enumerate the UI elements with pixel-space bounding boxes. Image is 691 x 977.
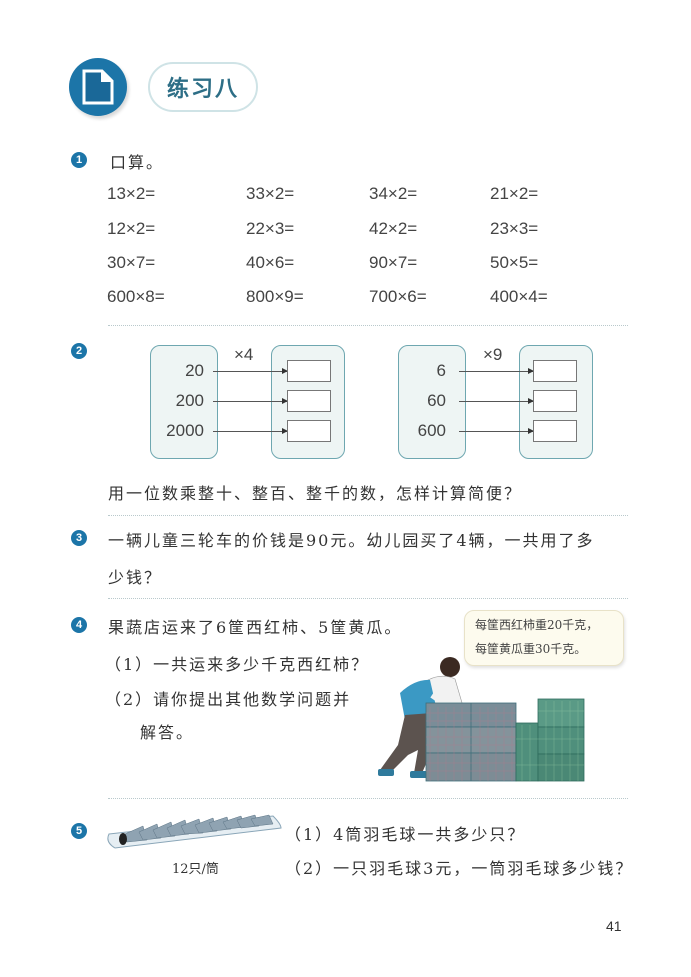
input-value: 20 [185, 361, 204, 380]
calc-item: 40×6= [246, 253, 295, 272]
calc-item: 21×2= [490, 184, 539, 203]
q4-sub1: （1）一共运来多少千克西红柿？ [105, 655, 370, 674]
document-icon [69, 58, 127, 116]
operator-label: ×9 [483, 345, 503, 364]
section-divider [108, 598, 628, 599]
q4-prompt: 果蔬店运来了6筐西红柿、5筐黄瓜。 [108, 618, 403, 637]
calc-item: 23×3= [490, 219, 539, 238]
q5-sub2: （2）一只羽毛球3元，一筒羽毛球多少钱？ [285, 859, 634, 878]
question-number-2: 2 [71, 343, 87, 359]
question-number-1: 1 [71, 152, 87, 168]
q3-text-line2: 少钱？ [108, 568, 163, 587]
calc-item: 700×6= [369, 287, 427, 306]
page-title: 练习八 [148, 62, 258, 112]
info-bubble: 每筐西红柿重20千克， 每筐黄瓜重30千克。 [464, 610, 624, 666]
calc-item: 13×2= [107, 184, 156, 203]
arrow-icon [213, 428, 288, 434]
question-number-5: 5 [71, 823, 87, 839]
answer-blank[interactable] [533, 420, 577, 442]
question-number-4: 4 [71, 617, 87, 633]
q4-sub2-cont: 解答。 [140, 723, 195, 742]
calc-item: 33×2= [246, 184, 295, 203]
answer-blank[interactable] [287, 390, 331, 412]
question-number-3: 3 [71, 530, 87, 546]
answer-blank[interactable] [287, 360, 331, 382]
input-value: 600 [417, 421, 446, 440]
input-value: 6 [436, 361, 446, 380]
arrow-icon [459, 428, 534, 434]
input-box [150, 345, 218, 459]
calc-item: 12×2= [107, 219, 156, 238]
tube-caption: 12只/筒 [172, 862, 219, 877]
arrow-icon [459, 398, 534, 404]
bubble-line: 每筐西红柿重20千克， [475, 618, 599, 632]
q4-sub2: （2）请你提出其他数学问题并 [105, 690, 352, 709]
answer-blank[interactable] [533, 360, 577, 382]
q1-prompt: 口算。 [110, 153, 165, 172]
calc-item: 22×3= [246, 219, 295, 238]
calc-item: 42×2= [369, 219, 418, 238]
calc-item: 30×7= [107, 253, 156, 272]
q3-text-line1: 一辆儿童三轮车的价钱是90元。幼儿园买了4辆，一共用了多 [108, 531, 595, 550]
input-value: 60 [427, 391, 446, 410]
section-divider [108, 798, 628, 799]
worker-crates-illustration [370, 655, 590, 785]
calc-item: 50×5= [490, 253, 539, 272]
calc-item: 400×4= [490, 287, 548, 306]
q2-question: 用一位数乘整十、整百、整千的数，怎样计算简便？ [108, 484, 523, 503]
operator-label: ×4 [234, 345, 254, 364]
bubble-line: 每筐黄瓜重30千克。 [475, 642, 587, 656]
arrow-icon [459, 368, 534, 374]
section-divider [108, 325, 628, 326]
input-value: 200 [175, 391, 204, 410]
calc-item: 34×2= [369, 184, 418, 203]
input-box [398, 345, 466, 459]
answer-blank[interactable] [287, 420, 331, 442]
shuttlecock-tube-icon [103, 812, 283, 852]
page-number: 41 [606, 918, 622, 934]
q5-sub1: （1）4筒羽毛球一共多少只？ [285, 825, 526, 844]
arrow-icon [213, 368, 288, 374]
input-value: 2000 [166, 421, 204, 440]
calc-item: 800×9= [246, 287, 304, 306]
section-divider [108, 515, 628, 516]
calc-item: 600×8= [107, 287, 165, 306]
answer-blank[interactable] [533, 390, 577, 412]
calc-item: 90×7= [369, 253, 418, 272]
arrow-icon [213, 398, 288, 404]
